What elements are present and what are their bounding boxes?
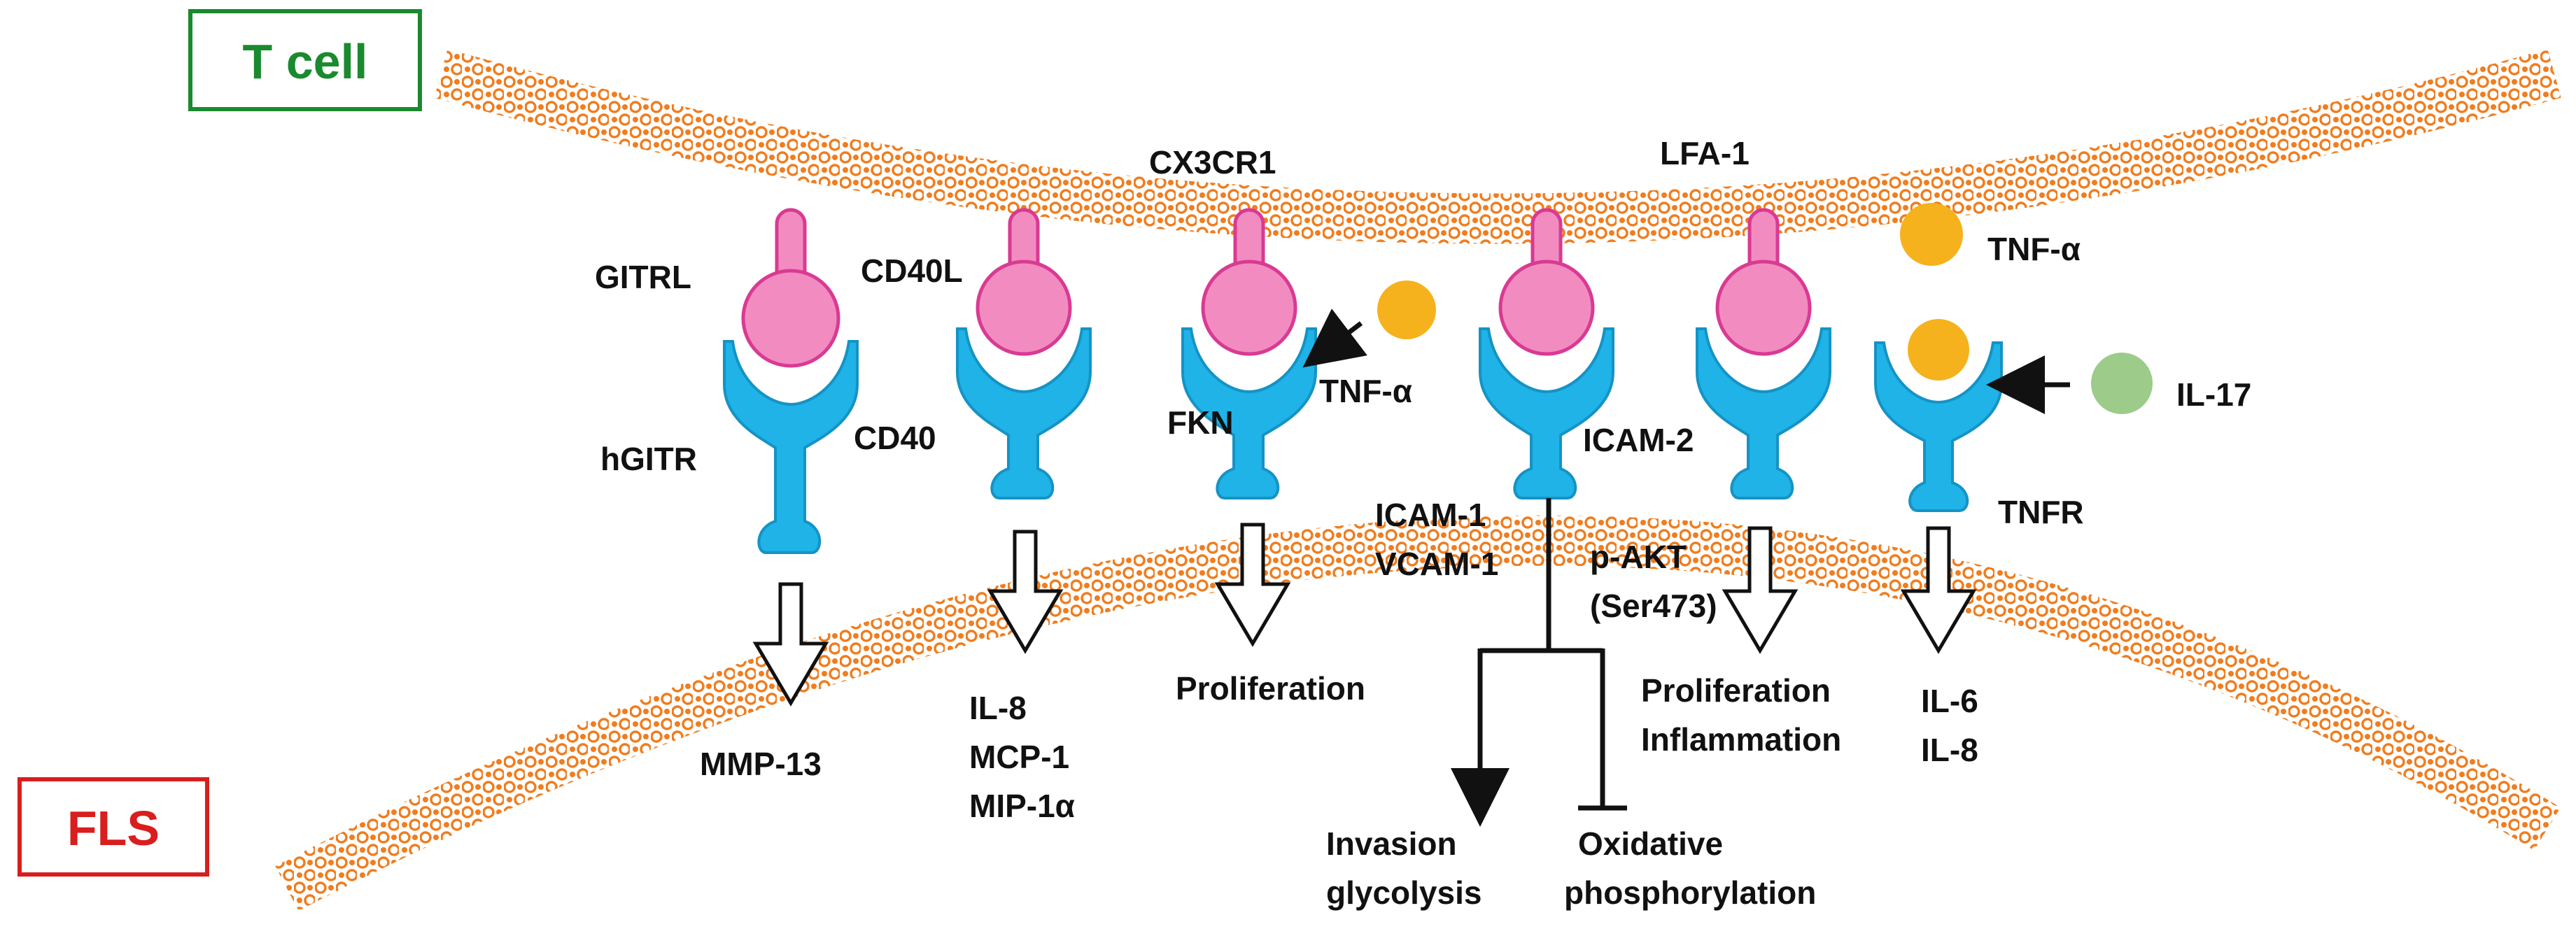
out-invasion: Invasion bbox=[1326, 825, 1457, 862]
label-cx3cr1: CX3CR1 bbox=[1149, 144, 1276, 180]
il17-ball bbox=[2091, 353, 2153, 414]
cd40l-ligand bbox=[976, 260, 1072, 356]
tnf-alpha-arrow-mid bbox=[1302, 309, 1367, 368]
gitrl-ligand bbox=[741, 269, 840, 368]
out-vcam1: VCAM-1 bbox=[1375, 546, 1498, 582]
tnf-alpha-tnfr-pair bbox=[1874, 319, 2003, 512]
label-icam2: ICAM-2 bbox=[1583, 422, 1694, 458]
out-mip1a: MIP-1α bbox=[969, 788, 1075, 824]
ligand-receptor-pair-lfa1-icam1 bbox=[1479, 208, 1614, 499]
icam1-receptor bbox=[1479, 327, 1614, 499]
t-cell-membrane bbox=[434, 49, 2561, 244]
lfa1-ligand-2 bbox=[1715, 260, 1812, 356]
fls-box bbox=[17, 777, 209, 877]
ligand-receptor-pair-lfa1-icam2 bbox=[1696, 208, 1831, 499]
label-il17: IL-17 bbox=[2176, 376, 2251, 413]
ligand-receptor-pair-cd40l-cd40 bbox=[956, 208, 1092, 499]
icam2-output-arrow bbox=[1722, 526, 1799, 654]
tnf-alpha-ball-mid bbox=[1377, 281, 1436, 339]
fls-label: FLS bbox=[67, 801, 160, 856]
label-cd40l: CD40L bbox=[861, 253, 963, 289]
tnfr-receptor bbox=[1874, 341, 2003, 512]
out-ser473: (Ser473) bbox=[1590, 588, 1717, 624]
out-mmp13: MMP-13 bbox=[700, 746, 822, 782]
out-glycolysis: glycolysis bbox=[1326, 874, 1481, 911]
tnf-alpha-ball-top bbox=[1900, 203, 1963, 266]
out-pakt: p-AKT bbox=[1590, 539, 1687, 575]
hgitr-receptor bbox=[723, 340, 859, 554]
out-il8b: IL-8 bbox=[1921, 732, 1978, 768]
out-il6: IL-6 bbox=[1921, 683, 1978, 719]
hgitr-output-arrow bbox=[752, 582, 829, 707]
out-oxidative: Oxidative bbox=[1578, 825, 1723, 862]
label-tnf-alpha-mid: TNF-α bbox=[1319, 373, 1412, 409]
label-tnfr: TNFR bbox=[1998, 494, 2084, 530]
ligand-receptor-pair-cx3cr1-fkn bbox=[1181, 208, 1317, 499]
label-tnf-alpha-top: TNF-α bbox=[1987, 231, 2081, 267]
label-cd40: CD40 bbox=[854, 420, 936, 456]
out-inflammation: Inflammation bbox=[1641, 721, 1841, 758]
cx3cr1-ligand bbox=[1201, 260, 1297, 356]
cd40-receptor bbox=[956, 327, 1092, 499]
fls-membrane bbox=[275, 515, 2561, 911]
t-cell-label: T cell bbox=[243, 34, 368, 89]
label-fkn: FKN bbox=[1167, 404, 1234, 441]
out-proliferation: Proliferation bbox=[1176, 670, 1365, 707]
out-phosphorylation: phosphorylation bbox=[1564, 874, 1816, 911]
out-icam1: ICAM-1 bbox=[1375, 497, 1486, 533]
tnfr-output-arrow bbox=[1900, 526, 1977, 654]
out-il8: IL-8 bbox=[969, 690, 1027, 726]
fkn-receptor bbox=[1181, 327, 1317, 499]
cd40-output-arrow bbox=[987, 530, 1064, 654]
label-gitrl: GITRL bbox=[595, 259, 691, 295]
icam2-receptor bbox=[1696, 327, 1831, 499]
label-lfa1: LFA-1 bbox=[1660, 135, 1750, 171]
out-proliferation2: Proliferation bbox=[1641, 672, 1831, 709]
lfa1-ligand-1 bbox=[1498, 260, 1595, 356]
tnf-alpha-bound bbox=[1908, 319, 1969, 381]
ligand-receptor-pair-gitrl-hgitr bbox=[723, 208, 859, 554]
out-mcp1: MCP-1 bbox=[969, 739, 1069, 775]
fkn-output-arrow bbox=[1214, 523, 1291, 647]
t-cell-box bbox=[188, 9, 422, 111]
label-hgitr: hGITR bbox=[600, 441, 697, 477]
